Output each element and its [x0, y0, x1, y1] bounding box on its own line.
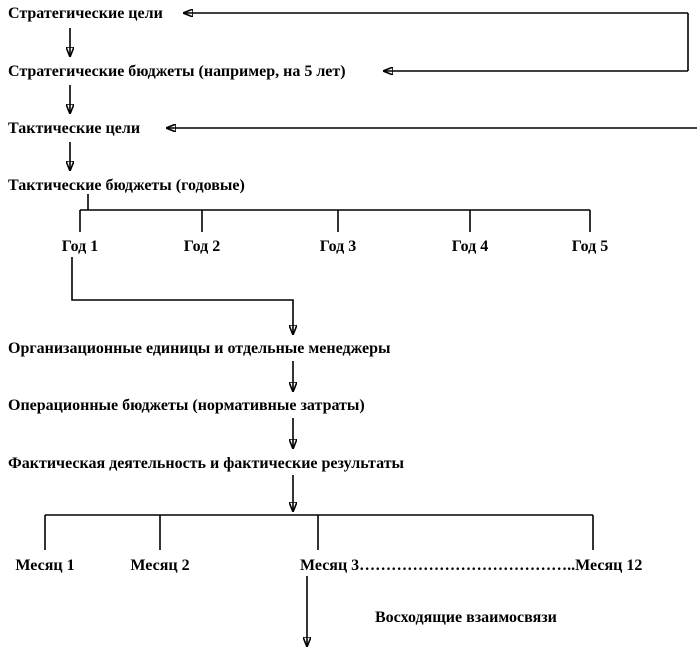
node-month-3-to-12: Месяц 3…………………………………..Месяц 12: [300, 557, 643, 574]
node-tactical-goals: Тактические цели: [8, 120, 141, 137]
feedback-loops-label: Восходящие взаимосвязи: [375, 609, 557, 626]
node-org-units: Организационные единицы и отдельные мене…: [8, 340, 391, 357]
node-month-1: Месяц 1: [15, 557, 75, 574]
node-month-2: Месяц 2: [130, 557, 190, 574]
node-tactical-budgets: Тактические бюджеты (годовые): [8, 177, 245, 194]
year1-elbow-arrow: [71, 257, 293, 334]
node-strategic-budgets: Стратегические бюджеты (например, на 5 л…: [8, 63, 346, 80]
node-actual-results: Фактическая деятельность и фактические р…: [8, 455, 405, 472]
node-year-2: Год 2: [183, 238, 221, 255]
node-strategic-goals: Стратегические цели: [8, 5, 163, 22]
node-year-5: Год 5: [571, 238, 609, 255]
node-year-1: Год 1: [61, 238, 99, 255]
node-operational-budgets: Операционные бюджеты (нормативные затрат…: [8, 397, 365, 414]
node-year-3: Год 3: [319, 238, 357, 255]
node-year-4: Год 4: [451, 238, 489, 255]
